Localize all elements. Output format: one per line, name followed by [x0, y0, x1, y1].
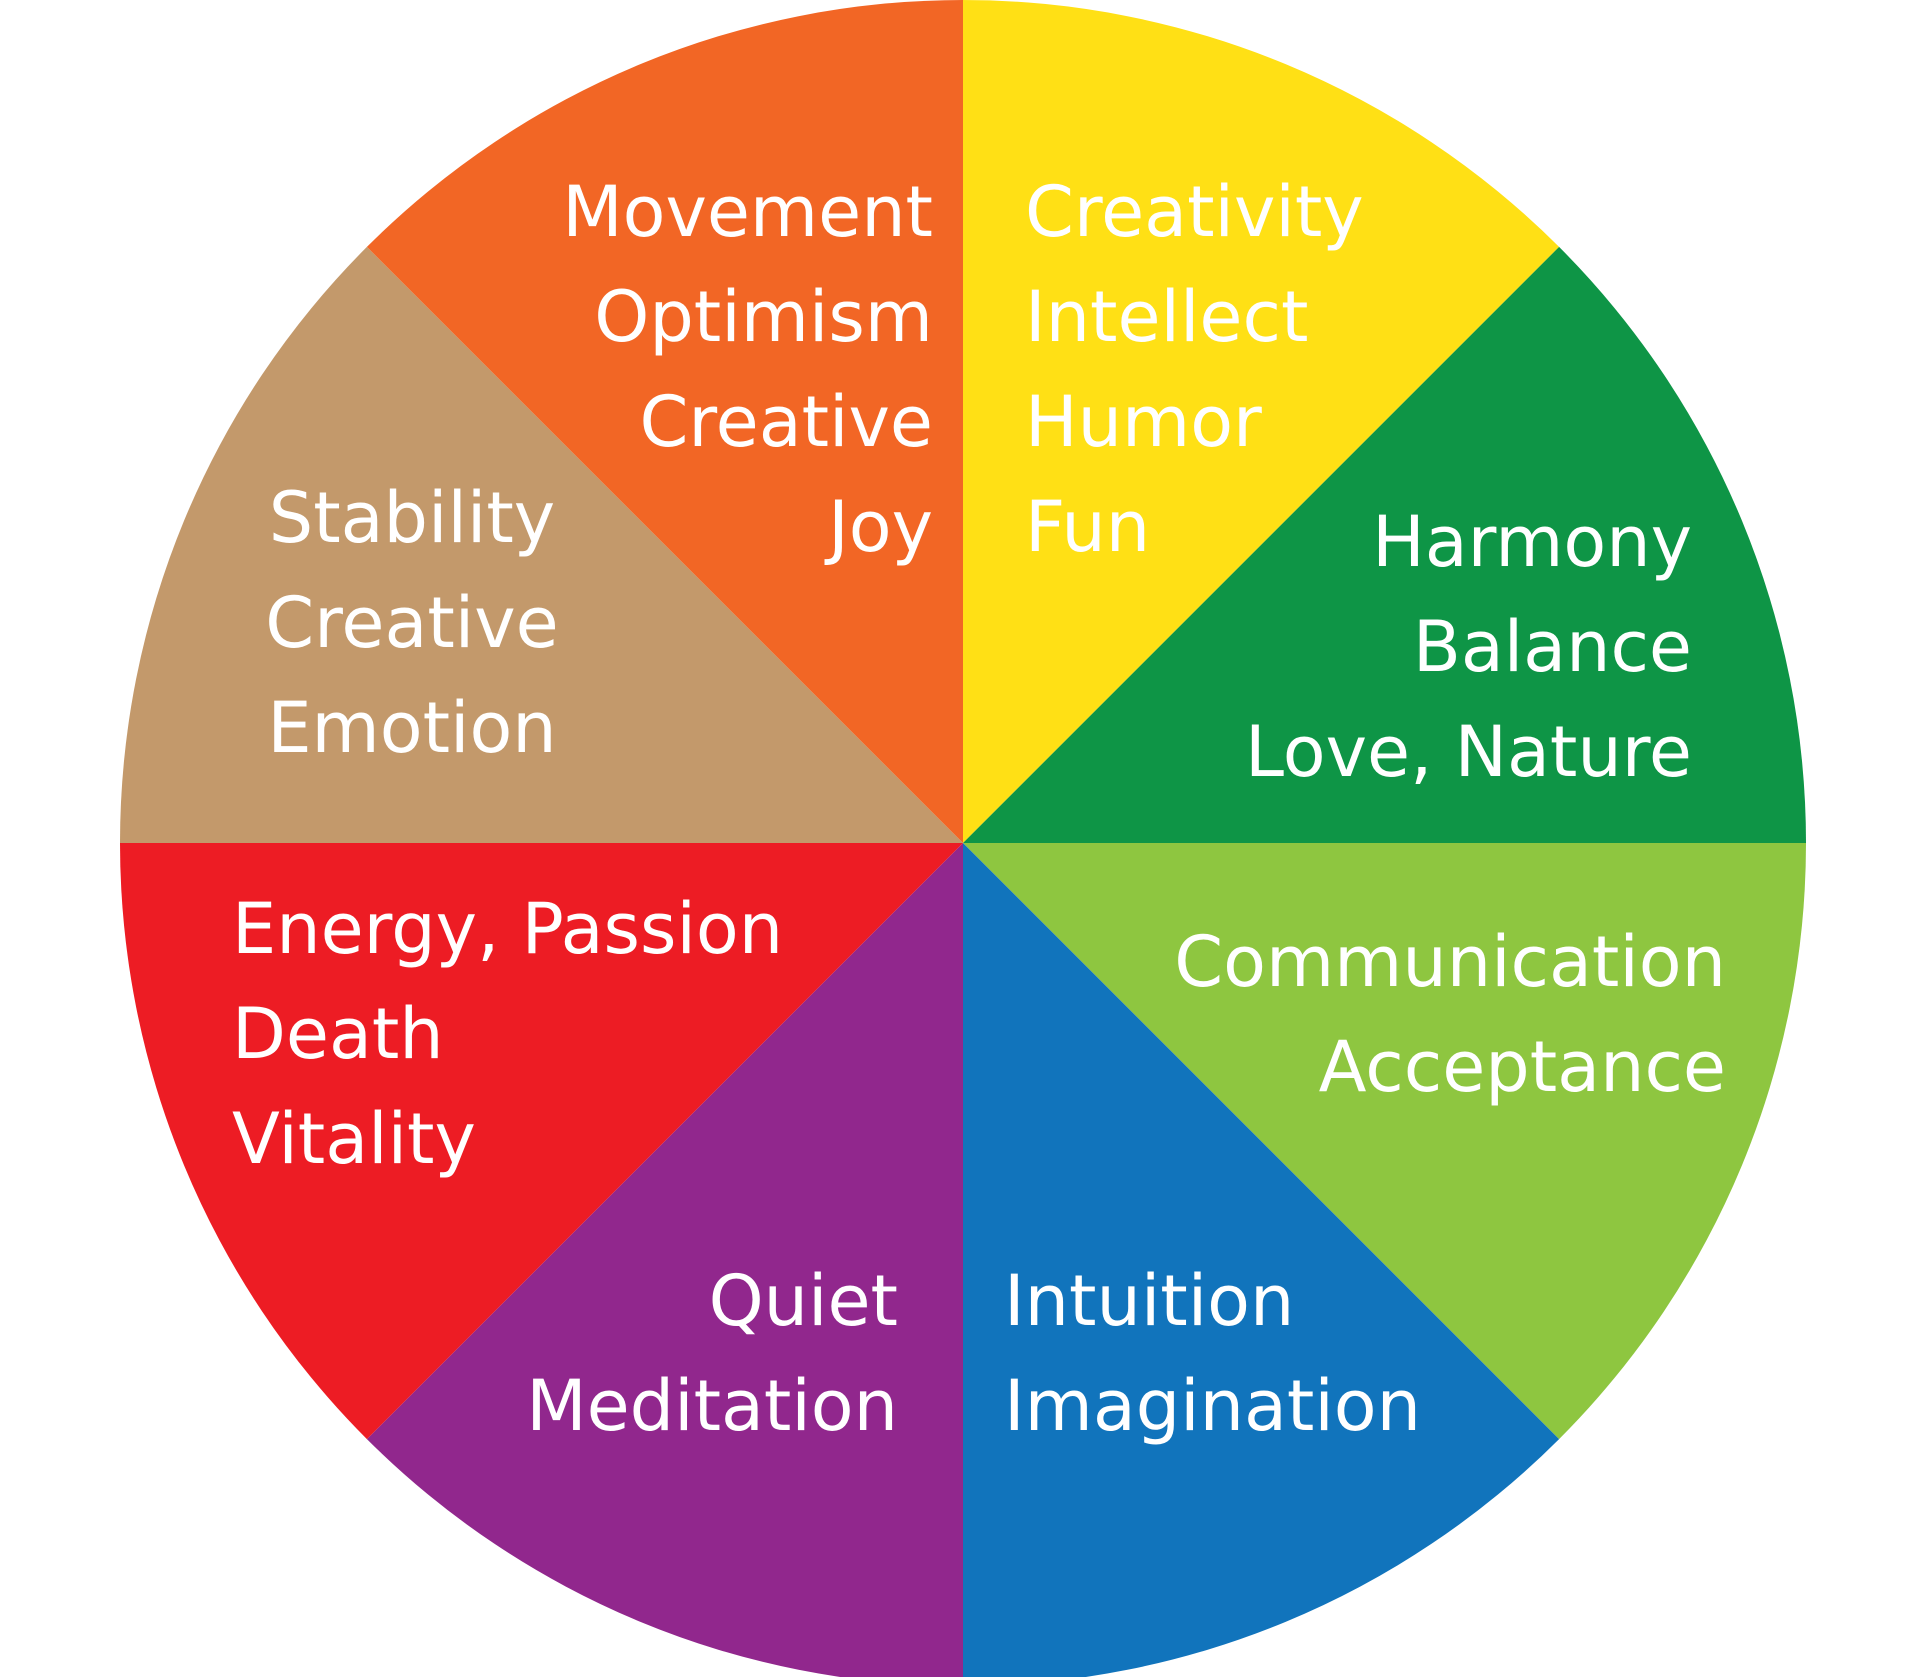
segment-yellow — [963, 0, 1560, 843]
label-line: Imagination — [1004, 1365, 1421, 1447]
label-line: Quiet — [709, 1260, 898, 1342]
label-line: Joy — [824, 486, 933, 568]
label-line: Fun — [1025, 486, 1150, 568]
label-line: Emotion — [267, 687, 556, 769]
segment-light-green — [963, 843, 1806, 1440]
label-line: Meditation — [526, 1365, 898, 1447]
label-line: Balance — [1413, 606, 1692, 688]
label-line: Intuition — [1004, 1260, 1294, 1342]
label-line: Energy, Passion — [232, 888, 783, 970]
segment-tan — [120, 246, 963, 843]
label-line: Death — [232, 993, 444, 1075]
segment-dark-green — [963, 246, 1806, 843]
label-line: Intellect — [1025, 276, 1308, 358]
label-line: Creativity — [1025, 171, 1364, 253]
label-line: Vitality — [232, 1098, 476, 1180]
label-line: Stability — [269, 477, 555, 559]
label-line: Love, Nature — [1245, 711, 1692, 793]
segment-purple — [366, 843, 963, 1677]
segment-blue — [963, 843, 1560, 1677]
label-line: Movement — [562, 171, 933, 253]
label-line: Communication — [1174, 921, 1726, 1003]
segment-red — [120, 843, 963, 1440]
label-line: Creative — [265, 582, 558, 664]
label-line: Humor — [1025, 381, 1262, 463]
label-line: Harmony — [1372, 501, 1692, 583]
label-line: Acceptance — [1319, 1026, 1726, 1108]
segment-orange — [366, 0, 963, 843]
label-line: Optimism — [594, 276, 933, 358]
label-line: Creative — [640, 381, 933, 463]
wheel-segments — [120, 0, 1806, 1677]
